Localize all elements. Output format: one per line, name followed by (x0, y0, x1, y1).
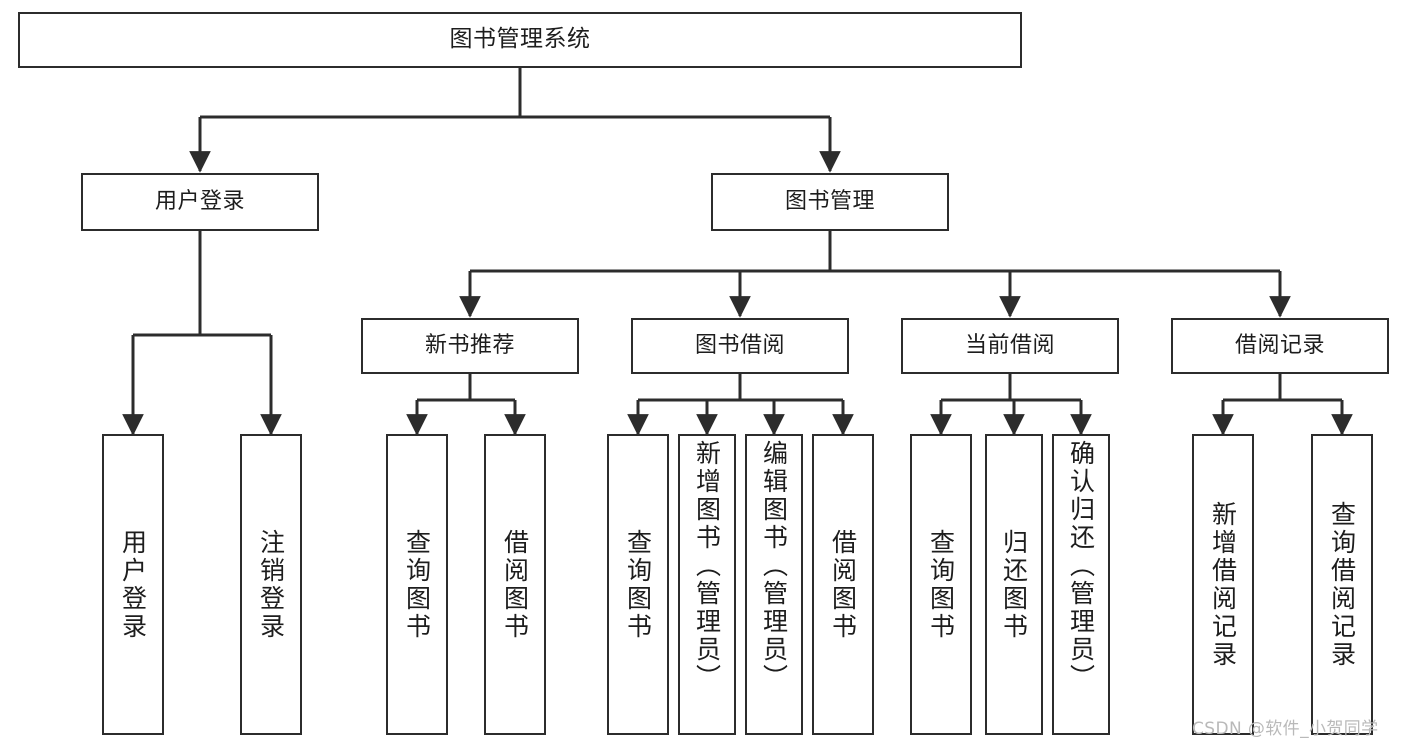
leaf-query-record-label: 查询借阅记录 (1327, 500, 1357, 669)
node-new-book-recommend-label: 新书推荐 (424, 332, 515, 358)
node-user-login-label: 用户登录 (154, 188, 245, 214)
node-book-manage-label: 图书管理 (784, 188, 875, 214)
leaf-add-book[interactable]: 新增图书（管理员） (678, 434, 736, 735)
leaf-logout[interactable]: 注销登录 (240, 434, 302, 735)
node-book-manage[interactable]: 图书管理 (711, 173, 949, 231)
node-root[interactable]: 图书管理系统 (18, 12, 1022, 68)
leaf-edit-book[interactable]: 编辑图书（管理员） (745, 434, 803, 735)
leaf-query-book-cur-label: 查询图书 (926, 528, 956, 641)
node-borrow-record[interactable]: 借阅记录 (1171, 318, 1389, 374)
leaf-query-book[interactable]: 查询图书 (607, 434, 669, 735)
node-new-book-recommend[interactable]: 新书推荐 (361, 318, 579, 374)
leaf-add-book-label: 新增图书（管理员） (692, 440, 722, 692)
node-root-label: 图书管理系统 (449, 26, 591, 53)
leaf-borrow-book-rec-label: 借阅图书 (500, 528, 530, 641)
node-current-borrow-label: 当前借阅 (964, 332, 1055, 358)
leaf-query-record[interactable]: 查询借阅记录 (1311, 434, 1373, 735)
leaf-query-book-label: 查询图书 (623, 528, 653, 641)
leaf-confirm-return-label: 确认归还（管理员） (1066, 440, 1096, 692)
leaf-user-login[interactable]: 用户登录 (102, 434, 164, 735)
leaf-user-login-label: 用户登录 (118, 528, 148, 641)
leaf-edit-book-label: 编辑图书（管理员） (759, 440, 789, 692)
leaf-query-book-cur[interactable]: 查询图书 (910, 434, 972, 735)
leaf-logout-label: 注销登录 (256, 528, 286, 641)
node-book-borrow[interactable]: 图书借阅 (631, 318, 849, 374)
leaf-return-book[interactable]: 归还图书 (985, 434, 1043, 735)
leaf-query-book-rec[interactable]: 查询图书 (386, 434, 448, 735)
leaf-borrow-book-label: 借阅图书 (828, 528, 858, 641)
leaf-add-record-label: 新增借阅记录 (1208, 500, 1238, 669)
node-current-borrow[interactable]: 当前借阅 (901, 318, 1119, 374)
leaf-borrow-book-rec[interactable]: 借阅图书 (484, 434, 546, 735)
leaf-add-record[interactable]: 新增借阅记录 (1192, 434, 1254, 735)
node-book-borrow-label: 图书借阅 (694, 332, 785, 358)
leaf-return-book-label: 归还图书 (999, 528, 1029, 641)
node-borrow-record-label: 借阅记录 (1234, 332, 1325, 358)
leaf-query-book-rec-label: 查询图书 (402, 528, 432, 641)
leaf-confirm-return[interactable]: 确认归还（管理员） (1052, 434, 1110, 735)
node-user-login[interactable]: 用户登录 (81, 173, 319, 231)
leaf-borrow-book[interactable]: 借阅图书 (812, 434, 874, 735)
